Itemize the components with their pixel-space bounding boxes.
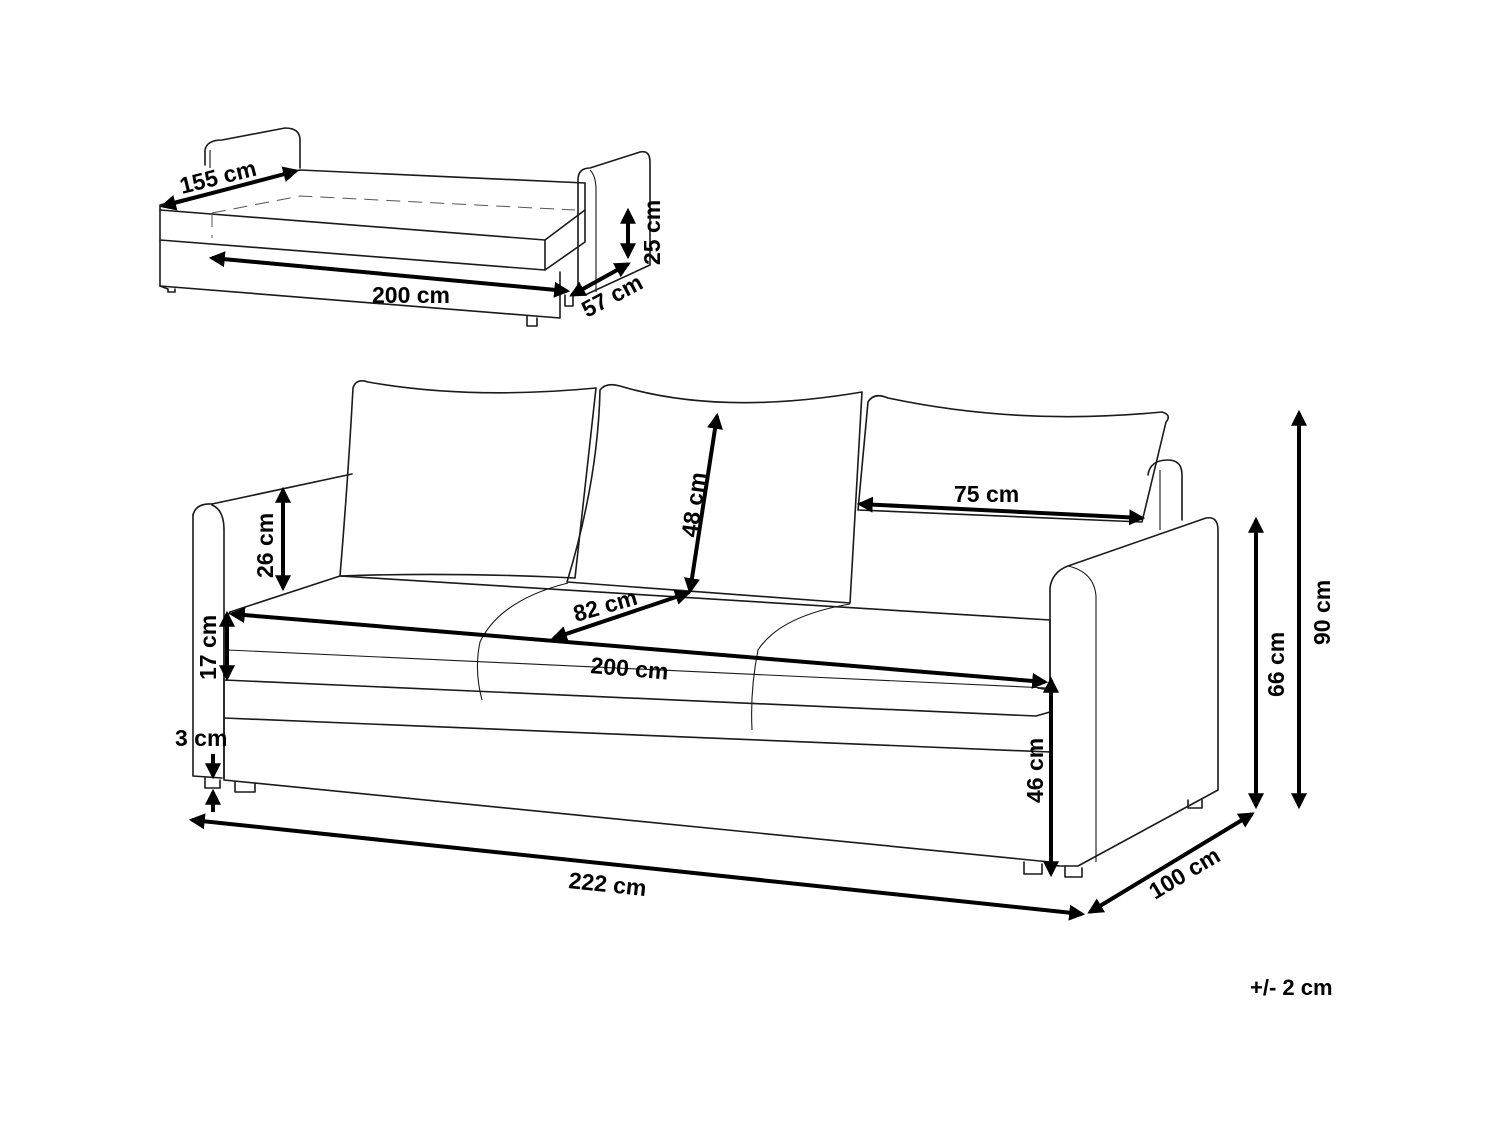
bed-dimensions: 155 cm 200 cm 25 cm 57 cm <box>159 155 665 323</box>
sofa-drawing <box>192 380 1219 878</box>
seat-cushion-height-label: 17 cm <box>195 615 221 680</box>
back-cushion-width-arrow <box>856 496 1146 526</box>
armrest-top-height-label: 26 cm <box>252 513 278 578</box>
back-cushion-height-arrow <box>684 412 723 595</box>
bed-width-arrow <box>159 166 300 211</box>
arm-height-label: 66 cm <box>1263 632 1289 697</box>
seat-width-arrow <box>228 607 1049 689</box>
total-width-arrow <box>188 813 1086 921</box>
sofa-dimensions: 48 cm 75 cm 26 cm 82 cm 17 cm 200 cm 3 c… <box>175 409 1335 921</box>
total-width-label: 222 cm <box>567 867 647 901</box>
back-cushion-height-label: 48 cm <box>676 470 711 538</box>
leg-height-label: 3 cm <box>175 725 227 751</box>
bed-depth-label: 57 cm <box>577 269 647 323</box>
seat-height-label: 46 cm <box>1022 738 1048 803</box>
bed-height-label: 25 cm <box>639 200 665 265</box>
total-depth-arrow <box>1087 812 1255 914</box>
bed-length-label: 200 cm <box>372 282 450 308</box>
seat-width-label: 200 cm <box>590 652 670 684</box>
back-cushion-width-label: 75 cm <box>954 481 1019 507</box>
bed-depth-arrow <box>569 262 631 297</box>
bed-length-arrow <box>208 251 571 298</box>
tolerance-note: +/- 2 cm <box>1250 975 1333 1000</box>
total-height-label: 90 cm <box>1309 580 1335 645</box>
